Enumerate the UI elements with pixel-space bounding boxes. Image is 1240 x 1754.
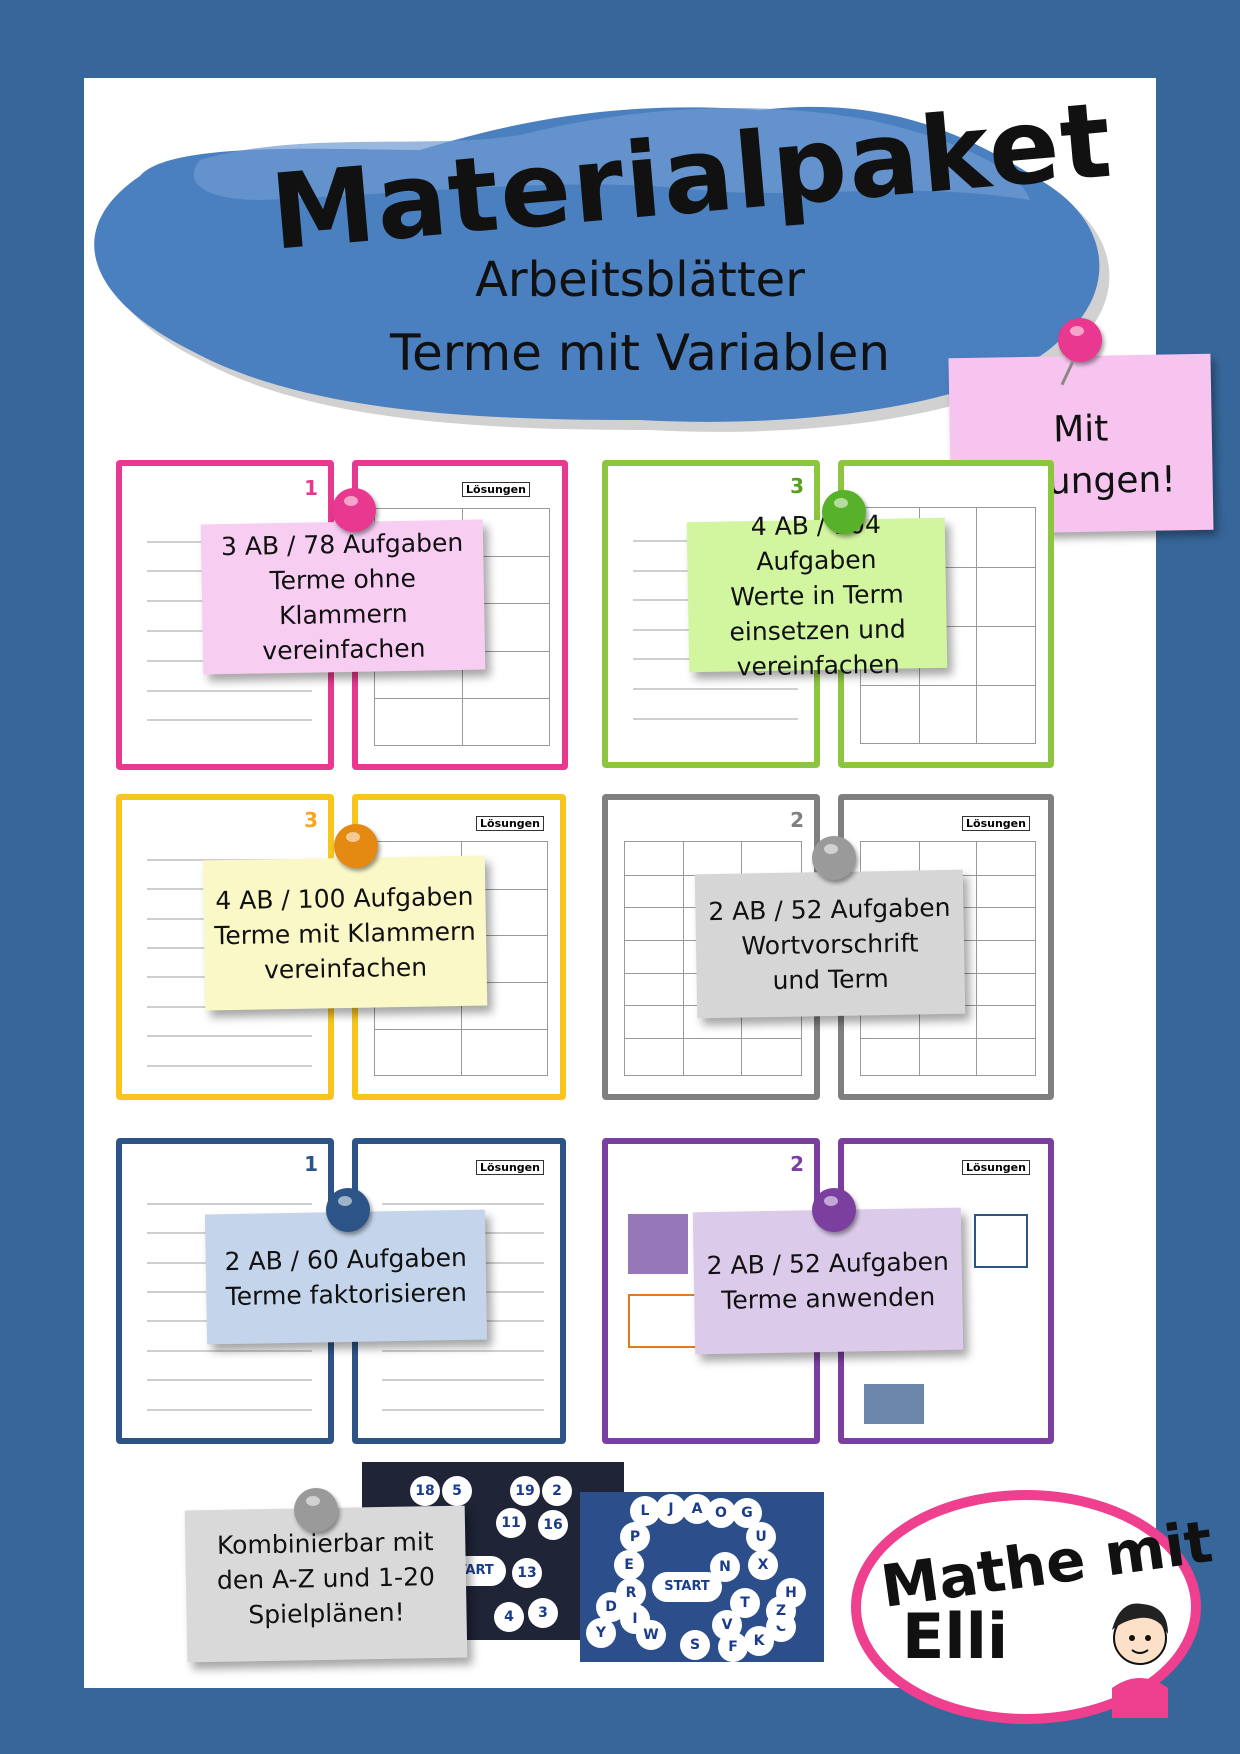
package-note-line: 2 AB / 52 Aufgaben <box>708 892 951 926</box>
package-note-line: und Term <box>772 963 889 995</box>
package-note-line: Wortvorschrift <box>741 927 919 961</box>
package-note-line: 3 AB / 78 Aufgaben <box>220 527 464 562</box>
blue-pushpin-icon <box>326 1188 370 1232</box>
gray-pushpin-icon <box>812 836 856 880</box>
pink-pushpin-icon <box>1058 318 1102 362</box>
title-banner-cloud <box>94 106 1110 432</box>
package-note-line: einsetzen und <box>729 613 906 647</box>
board-number: 2 <box>542 1476 572 1506</box>
board-number: 11 <box>496 1508 526 1538</box>
package-note-wortvorschrift: 2 AB / 52 Aufgaben Wortvorschrift und Te… <box>694 869 966 1019</box>
package-note-line: 2 AB / 52 Aufgaben <box>706 1246 950 1281</box>
package-note-terme-ohne-klammern: 3 AB / 78 Aufgaben Terme ohne Klammern v… <box>200 519 486 675</box>
solutions-label: Lösungen <box>962 816 1030 831</box>
worksheet-number-label: 2 <box>790 1152 804 1176</box>
package-note-werte-einsetzen: 4 AB / 104 Aufgaben Werte in Term einset… <box>686 509 948 681</box>
board-letter: X <box>748 1550 778 1580</box>
combine-note-line: den A-Z und 1-20 <box>216 1562 436 1595</box>
board-number: 18 <box>410 1476 440 1506</box>
board-number: 16 <box>538 1510 568 1540</box>
package-note-line: 4 AB / 104 Aufgaben <box>750 509 882 576</box>
pink-pushpin-icon <box>332 488 376 532</box>
board-letter: Y <box>586 1618 616 1648</box>
board-letter: W <box>636 1620 666 1650</box>
board-letter: F <box>718 1632 748 1662</box>
solutions-label: Lösungen <box>962 1160 1030 1175</box>
board-number: 19 <box>510 1476 540 1506</box>
board-letter: J <box>656 1494 686 1524</box>
package-note-line: Werte in Term <box>730 578 904 612</box>
package-note-terme-mit-klammern: 4 AB / 100 Aufgaben Terme mit Klammern v… <box>202 855 488 1011</box>
board-letter: E <box>614 1550 644 1580</box>
solutions-label: Lösungen <box>476 816 544 831</box>
green-pushpin-icon <box>822 490 866 534</box>
board-letter: P <box>620 1522 650 1552</box>
package-note-line: vereinfachen <box>736 649 900 681</box>
package-note-line: Terme faktorisieren <box>225 1277 468 1312</box>
package-note-line: vereinfachen <box>262 633 426 666</box>
mathe-mit-elli-logo <box>851 1490 1201 1724</box>
board-number: 3 <box>528 1598 558 1628</box>
ocean-board-start-label: START <box>652 1572 722 1602</box>
gray-pushpin-icon <box>294 1488 338 1532</box>
board-letter: S <box>680 1630 710 1660</box>
board-letter: O <box>706 1498 736 1528</box>
worksheet-number-label: 1 <box>304 1152 318 1176</box>
board-letter: D <box>596 1592 626 1622</box>
solutions-note-line: Mit <box>1052 408 1109 451</box>
package-note-line: vereinfachen <box>263 952 428 984</box>
solutions-label: Lösungen <box>476 1160 544 1175</box>
purple-pushpin-icon <box>812 1188 856 1232</box>
board-number: 5 <box>442 1476 472 1506</box>
board-number: 13 <box>512 1558 542 1588</box>
combine-note-line: Spielplänen! <box>248 1597 405 1630</box>
subtitle-topic: Terme mit Variablen <box>389 324 891 382</box>
worksheet-number-label: 3 <box>790 474 804 498</box>
package-note-line: 4 AB / 100 Aufgaben <box>215 881 474 915</box>
worksheet-number-label: 1 <box>304 476 318 500</box>
subtitle-worksheets: Arbeitsblätter <box>475 252 805 308</box>
board-number: 4 <box>494 1602 524 1632</box>
package-note-line: Terme anwenden <box>721 1282 936 1315</box>
package-note-line: Terme mit Klammern <box>214 916 476 950</box>
worksheet-number-label: 2 <box>790 808 804 832</box>
ocean-game-board: L J A O G P U X N E R I T V W F S K C H … <box>580 1492 824 1662</box>
worksheet-number-label: 3 <box>304 808 318 832</box>
solutions-label: Lösungen <box>462 482 530 497</box>
board-letter: L <box>630 1496 660 1526</box>
package-note-line: Terme ohne Klammern <box>269 563 417 631</box>
logo-text-line2: Elli <box>902 1600 1009 1673</box>
package-note-line: 2 AB / 60 Aufgaben <box>224 1242 468 1277</box>
board-letter: Z <box>766 1596 796 1626</box>
board-letter: U <box>746 1522 776 1552</box>
orange-pushpin-icon <box>334 824 378 868</box>
